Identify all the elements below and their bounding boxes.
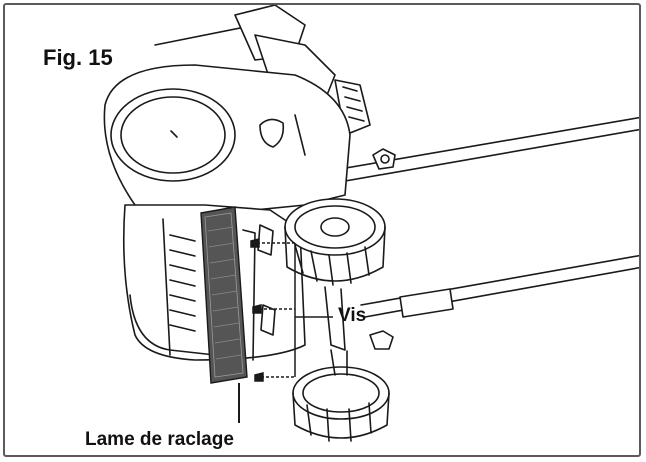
scraper-blade-label: Lame de raclage (85, 429, 234, 450)
screws-label: Vis (338, 305, 367, 326)
adjustment-knobs (369, 148, 396, 350)
figure-frame: Fig. 15 Vis Lame de raclage (3, 3, 641, 457)
mower-deck (103, 64, 351, 216)
handle-bars (304, 116, 639, 318)
front-wheel (284, 198, 386, 351)
rear-wheel (292, 349, 390, 442)
screw-callout (250, 238, 333, 382)
figure-label: Fig. 15 (43, 45, 113, 70)
mower-illustration (103, 5, 639, 442)
scraper-blade (200, 206, 248, 384)
